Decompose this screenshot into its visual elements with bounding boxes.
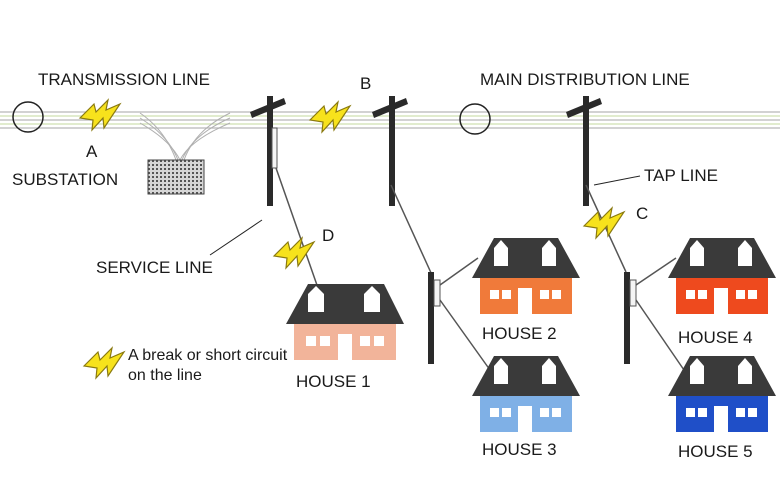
substation-box bbox=[147, 159, 205, 195]
house-5-label: HOUSE 5 bbox=[678, 442, 753, 461]
tap-line-leader bbox=[593, 175, 641, 186]
substation-feeders bbox=[139, 112, 231, 161]
service-line-label: SERVICE LINE bbox=[96, 258, 213, 277]
main-distribution-line-label: MAIN DISTRIBUTION LINE bbox=[480, 70, 690, 89]
transformer-1 bbox=[271, 127, 278, 169]
house-4-label: HOUSE 4 bbox=[678, 328, 753, 347]
fault-label-a: A bbox=[86, 142, 98, 161]
house-1 bbox=[286, 284, 404, 360]
tap-line-label: TAP LINE bbox=[644, 166, 719, 185]
tap-line bbox=[585, 184, 627, 273]
transmission-line-ring bbox=[12, 101, 44, 133]
house-1-label: HOUSE 1 bbox=[296, 372, 371, 391]
house-5 bbox=[668, 356, 776, 432]
house-3 bbox=[472, 356, 580, 432]
service-line bbox=[275, 167, 319, 289]
fault-label-c: C bbox=[636, 204, 649, 223]
house-3-label: HOUSE 3 bbox=[482, 440, 557, 459]
house-2-label: HOUSE 2 bbox=[482, 324, 557, 343]
pole-4 bbox=[428, 272, 434, 364]
drop-line-2 bbox=[390, 184, 433, 276]
legend-lightning-bolt-icon bbox=[83, 347, 125, 379]
house-4 bbox=[668, 238, 776, 314]
lightning-bolt-icon-d bbox=[273, 237, 315, 269]
house-2 bbox=[472, 238, 580, 314]
distribution-line-ring bbox=[459, 103, 491, 135]
lightning-bolt-icon-c bbox=[583, 207, 625, 239]
service-line-leader bbox=[209, 219, 263, 256]
fault-label-d: D bbox=[322, 226, 335, 245]
transmission-line-label: TRANSMISSION LINE bbox=[38, 70, 210, 89]
pole-5 bbox=[624, 272, 630, 364]
lightning-bolt-icon-a bbox=[79, 99, 121, 131]
transformer-2 bbox=[433, 279, 441, 307]
legend-text: A break or short circuit on the line bbox=[128, 347, 288, 384]
fault-label-b: B bbox=[360, 74, 372, 93]
substation-label: SUBSTATION bbox=[12, 170, 119, 189]
transformer-3 bbox=[629, 279, 637, 307]
